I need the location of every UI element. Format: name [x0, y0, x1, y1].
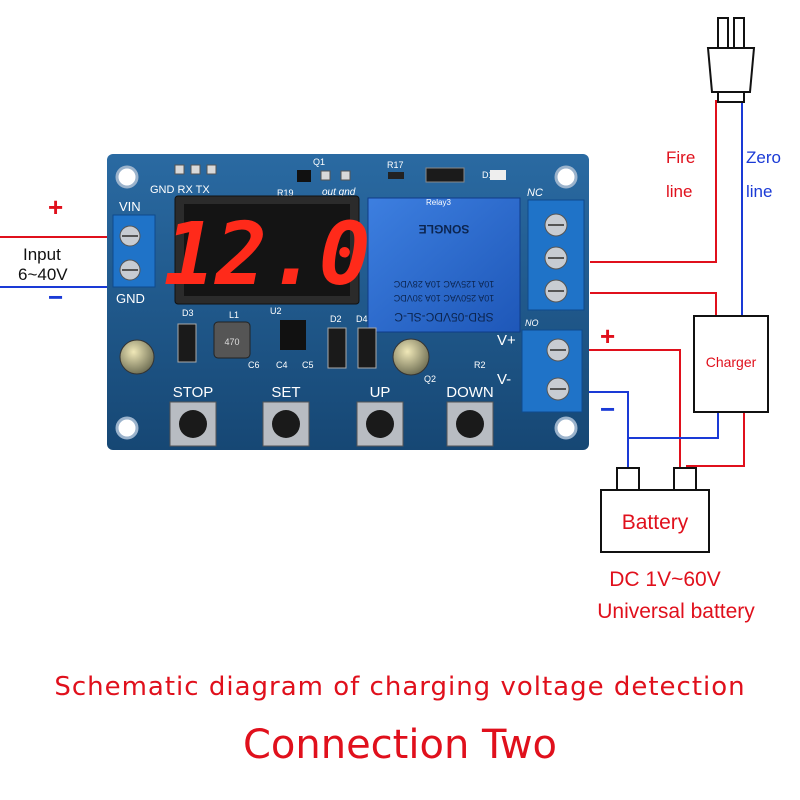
down-button[interactable] [446, 401, 494, 447]
battery-label: Battery [622, 511, 689, 534]
c6-label: C6 [248, 360, 260, 370]
output-minus-sign: − [600, 394, 615, 424]
fire-line-wire [590, 100, 717, 263]
zero-line-label-2: line [746, 182, 772, 201]
no-label: NO [525, 318, 539, 328]
vplus-wire [580, 349, 681, 468]
relay-rating-2: 10A 125VAC 10A 28VDC [393, 279, 494, 289]
relay-label: Relay3 [426, 198, 451, 207]
input-terminal-block [112, 214, 156, 288]
input-plus-sign: + [48, 192, 63, 222]
vin-label: VIN [119, 199, 141, 214]
q2-label: Q2 [424, 374, 436, 384]
relay: SRD-05VDC-SL-C 10A 250VAC 10A 30VDC 10A … [367, 197, 521, 333]
fire-line-label-1: Fire [666, 148, 695, 167]
vminus-label: V- [497, 371, 511, 388]
vminus-wire [580, 391, 629, 468]
set-button[interactable] [262, 401, 310, 447]
d4-label: D4 [356, 314, 368, 324]
nc-label: NC [527, 187, 543, 199]
battery-icon: Battery [600, 467, 710, 553]
pcb-board: GND RX TX Q1 R19 out gnd R17 D1 VIN GND … [107, 154, 589, 450]
header-pins-label: GND RX TX [150, 184, 210, 196]
stop-button[interactable] [169, 401, 217, 447]
r2-label: R2 [474, 360, 486, 370]
output-terminal-block [521, 329, 583, 413]
up-button[interactable] [356, 401, 404, 447]
d3-label: D3 [182, 308, 194, 318]
wires [0, 100, 745, 468]
seven-segment-display: 12.0 [163, 195, 371, 305]
charger-blue-wire [628, 412, 719, 439]
plug-icon [706, 17, 756, 103]
battery-description: Universal battery [597, 600, 755, 623]
q1-label: Q1 [313, 157, 325, 167]
stop-button-label: STOP [173, 384, 214, 401]
zero-line-label-1: Zero [746, 148, 781, 167]
l1-label: L1 [229, 310, 239, 320]
diagram-title: Schematic diagram of charging voltage de… [54, 672, 746, 702]
c5-label: C5 [302, 360, 314, 370]
u2-label: U2 [270, 306, 282, 316]
button-row: STOP SET UP DOWN [169, 384, 494, 447]
r17-label: R17 [387, 160, 404, 170]
diagram-subtitle: Connection Two [242, 722, 558, 768]
gnd-label: GND [116, 291, 145, 306]
display-readout: 12.0 [163, 205, 370, 305]
d1-label: D1 [482, 170, 494, 180]
battery-range: DC 1V~60V [609, 568, 720, 591]
input-minus-sign: − [48, 282, 63, 312]
relay-model: SRD-05VDC-SL-C [394, 310, 494, 324]
down-button-label: DOWN [446, 384, 494, 401]
vplus-label: V+ [497, 332, 516, 349]
relay-to-charger-wire [590, 292, 717, 318]
input-range: 6~40V [18, 265, 68, 284]
fire-line-label-2: line [666, 182, 692, 201]
r19-label: R19 [277, 188, 294, 198]
d2-label: D2 [330, 314, 342, 324]
up-button-label: UP [370, 384, 391, 401]
charger-red-wire [686, 412, 745, 467]
relay-terminal-block [527, 199, 585, 311]
out-gnd-label: out gnd [322, 187, 356, 198]
relay-brand: SONGLE [419, 222, 470, 236]
inductor-value: 470 [224, 337, 239, 347]
relay-rating-1: 10A 250VAC 10A 30VDC [393, 293, 494, 303]
set-button-label: SET [271, 384, 300, 401]
charger-box: Charger [693, 315, 769, 413]
c4-label: C4 [276, 360, 288, 370]
input-label: Input [23, 245, 61, 264]
output-plus-sign: + [600, 321, 615, 351]
charger-label: Charger [706, 354, 757, 370]
